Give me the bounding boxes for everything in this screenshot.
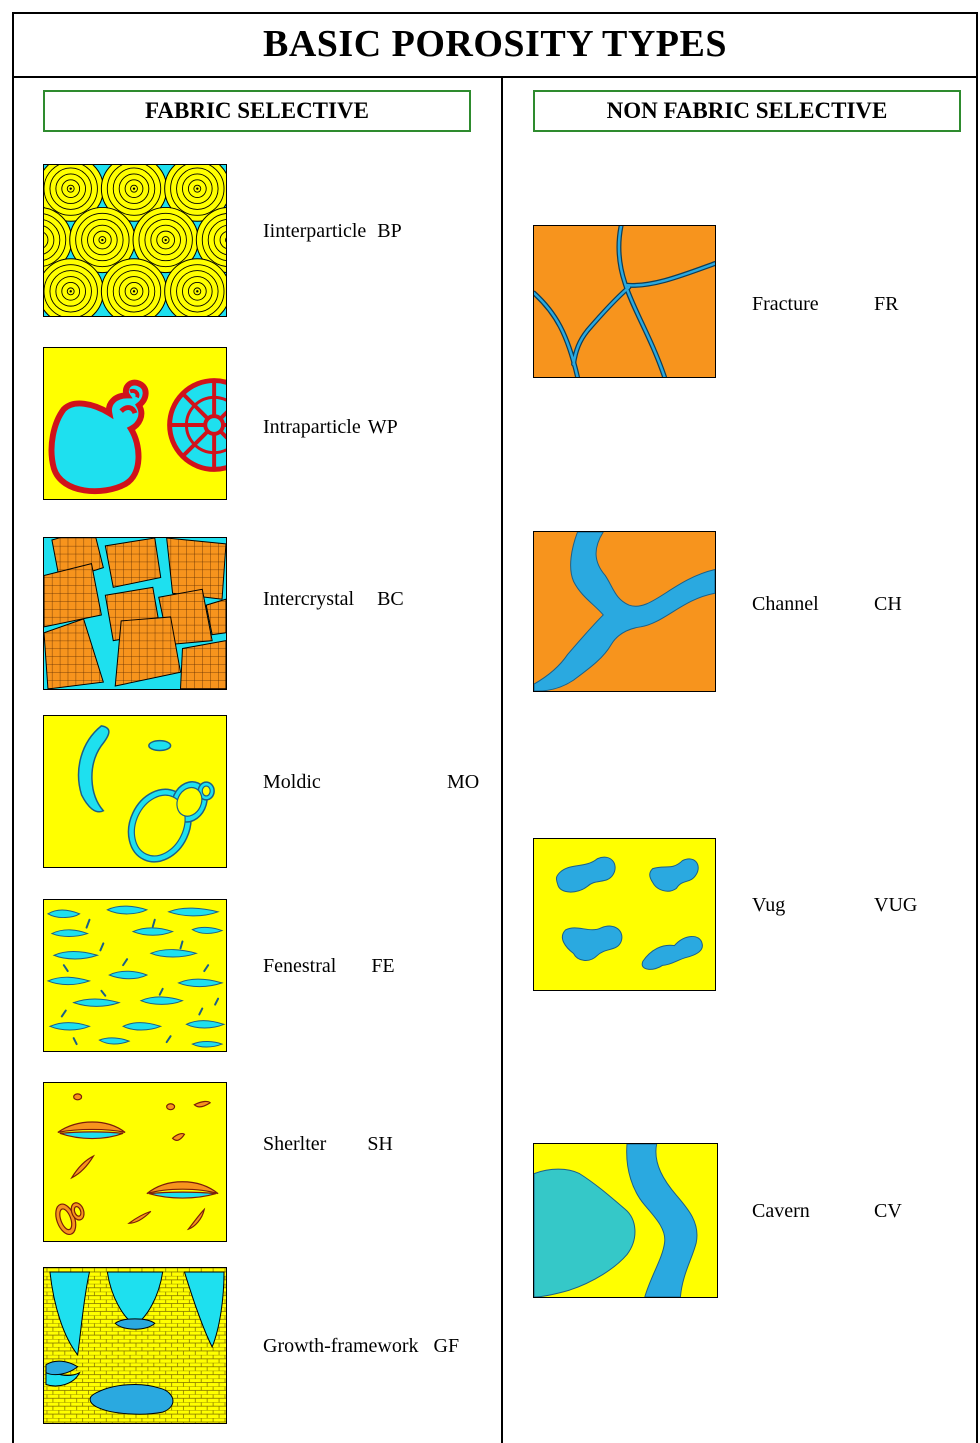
porosity-name: Fenestral [263, 955, 336, 977]
porosity-name: Growth-framework [263, 1335, 419, 1357]
porosity-name: Iinterparticle [263, 220, 366, 242]
non-fabric-selective-header: NON FABRIC SELECTIVE [533, 90, 961, 132]
porosity-name: Fracture [752, 293, 819, 315]
porosity-label-vug: Vug VUG [752, 894, 952, 917]
intraparticle-swatch [43, 347, 227, 500]
porosity-code: CV [874, 1200, 902, 1223]
porosity-label-intercrystal: Intercrystal BC [263, 588, 404, 611]
porosity-label-intraparticle: Intraparticle WP [263, 416, 398, 439]
intercrystal-swatch [43, 537, 227, 690]
porosity-name: Vug [752, 894, 785, 916]
shelter-swatch [43, 1082, 227, 1242]
non-fabric-selective-header-label: NON FABRIC SELECTIVE [607, 98, 888, 124]
diagram-title: BASIC POROSITY TYPES [263, 22, 727, 66]
fabric-selective-header-label: FABRIC SELECTIVE [145, 98, 369, 124]
porosity-label-moldic: Moldic MO [263, 771, 483, 794]
porosity-label-fenestral: Fenestral FE [263, 955, 395, 978]
porosity-name: Intraparticle [263, 416, 361, 438]
column-divider [501, 78, 503, 1443]
title-row: BASIC POROSITY TYPES [12, 12, 978, 78]
interparticle-swatch [43, 164, 227, 317]
channel-swatch [533, 531, 716, 692]
fenestral-swatch [43, 899, 227, 1052]
vug-swatch [533, 838, 716, 991]
porosity-label-shelter: Sherlter SH [263, 1133, 393, 1156]
porosity-code: FR [874, 293, 898, 316]
fracture-swatch [533, 225, 716, 378]
porosity-code: MO [447, 771, 479, 794]
porosity-name: Sherlter [263, 1133, 326, 1155]
porosity-name: Intercrystal [263, 588, 354, 610]
porosity-code: CH [874, 593, 902, 616]
growth-framework-swatch [43, 1267, 227, 1424]
cavern-swatch [533, 1143, 718, 1298]
porosity-label-cavern: Cavern CV [752, 1200, 952, 1223]
porosity-name: Cavern [752, 1200, 810, 1222]
porosity-label-growth-framework: Growth-framework GF [263, 1335, 459, 1358]
porosity-code: GF [434, 1335, 460, 1357]
porosity-name: Channel [752, 593, 819, 615]
porosity-code: FE [371, 955, 394, 977]
porosity-code: SH [367, 1133, 393, 1155]
porosity-label-interparticle: Iinterparticle BP [263, 220, 402, 243]
porosity-code: BP [377, 220, 401, 242]
porosity-code: WP [368, 416, 398, 438]
porosity-code: BC [377, 588, 404, 610]
moldic-swatch [43, 715, 227, 868]
porosity-name: Moldic [263, 771, 321, 793]
porosity-code: VUG [874, 894, 917, 917]
fabric-selective-header: FABRIC SELECTIVE [43, 90, 471, 132]
porosity-label-channel: Channel CH [752, 593, 952, 616]
porosity-label-fracture: Fracture FR [752, 293, 952, 316]
